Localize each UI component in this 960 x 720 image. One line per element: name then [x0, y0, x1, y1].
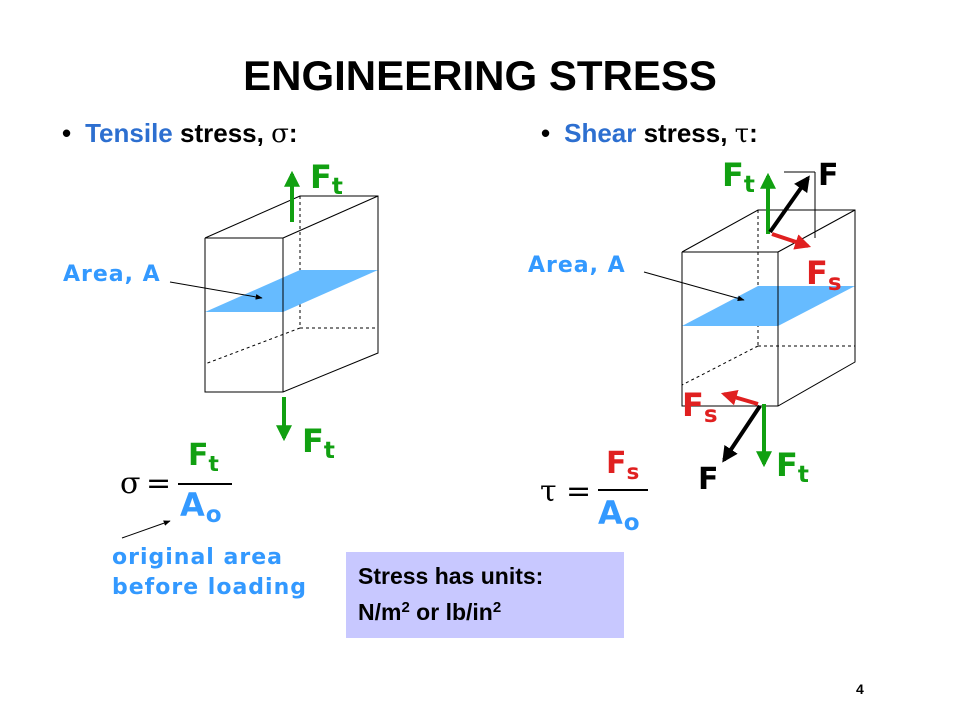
tensile-area-label: Area, A	[63, 262, 161, 287]
shear-top-fs-arrow	[771, 232, 812, 250]
shear-bullet: • Shear stress, τ:	[541, 118, 758, 149]
shear-formula-lhs: τ	[540, 474, 557, 509]
bullet-dot: •	[62, 118, 72, 148]
original-area-note-line1: original area	[112, 545, 283, 570]
tau-symbol: τ	[734, 119, 750, 149]
tensile-formula-numerator: Ft	[188, 438, 219, 478]
page-title: ENGINEERING STRESS	[243, 52, 717, 99]
units-line2: N/m2 or lb/in2	[358, 599, 502, 625]
shear-bullet-text: stress,	[636, 118, 735, 148]
tensile-ft-bottom-label: Ft	[302, 422, 335, 465]
original-area-note-line2: before loading	[112, 575, 307, 600]
tensile-bullet-text: stress,	[172, 118, 272, 148]
tensile-area-pointer	[169, 281, 263, 300]
tensile-formula-lhs: σ	[120, 466, 141, 501]
shear-fs-bottom-label: Fs	[682, 386, 718, 429]
tensile-colon: :	[288, 118, 298, 148]
shear-top-f-arrow	[768, 175, 810, 234]
tensile-bullet: • Tensile stress, σ:	[62, 118, 298, 149]
original-area-pointer	[121, 520, 171, 539]
shear-area-pointer	[643, 271, 745, 301]
shear-area-plane	[682, 286, 855, 326]
shear-ft-top-label: Ft	[722, 156, 755, 199]
tensile-formula-denominator: Ao	[180, 486, 223, 529]
tensile-keyword: Tensile	[85, 118, 173, 148]
shear-area-label: Area, A	[528, 253, 626, 278]
shear-fs-top-label: Fs	[806, 254, 842, 297]
page-number: 4	[856, 681, 864, 697]
shear-formula-numerator: Fs	[606, 446, 640, 486]
tensile-cube	[204, 195, 379, 393]
units-callout: Stress has units: N/m2 or lb/in2	[346, 552, 624, 638]
tensile-formula-equals: =	[146, 466, 172, 501]
shear-keyword: Shear	[564, 118, 637, 148]
bullet-dot: •	[541, 118, 551, 148]
tensile-area-plane	[205, 270, 378, 312]
shear-formula-denominator: Ao	[598, 494, 641, 537]
shear-colon: :	[749, 118, 758, 148]
sigma-symbol: σ	[271, 119, 289, 149]
original-area-note: original area before loading	[112, 543, 307, 603]
shear-bottom-f-arrow	[722, 404, 762, 463]
units-line1: Stress has units:	[358, 563, 544, 589]
tensile-ft-top-label: Ft	[310, 158, 343, 201]
shear-bottom-fs-arrow	[720, 389, 759, 406]
shear-f-bottom-label: F	[698, 462, 719, 497]
shear-formula-equals: =	[566, 474, 592, 509]
shear-ft-bottom-label: Ft	[776, 446, 809, 489]
shear-cube	[681, 209, 856, 407]
shear-f-top-label: F	[818, 158, 839, 193]
